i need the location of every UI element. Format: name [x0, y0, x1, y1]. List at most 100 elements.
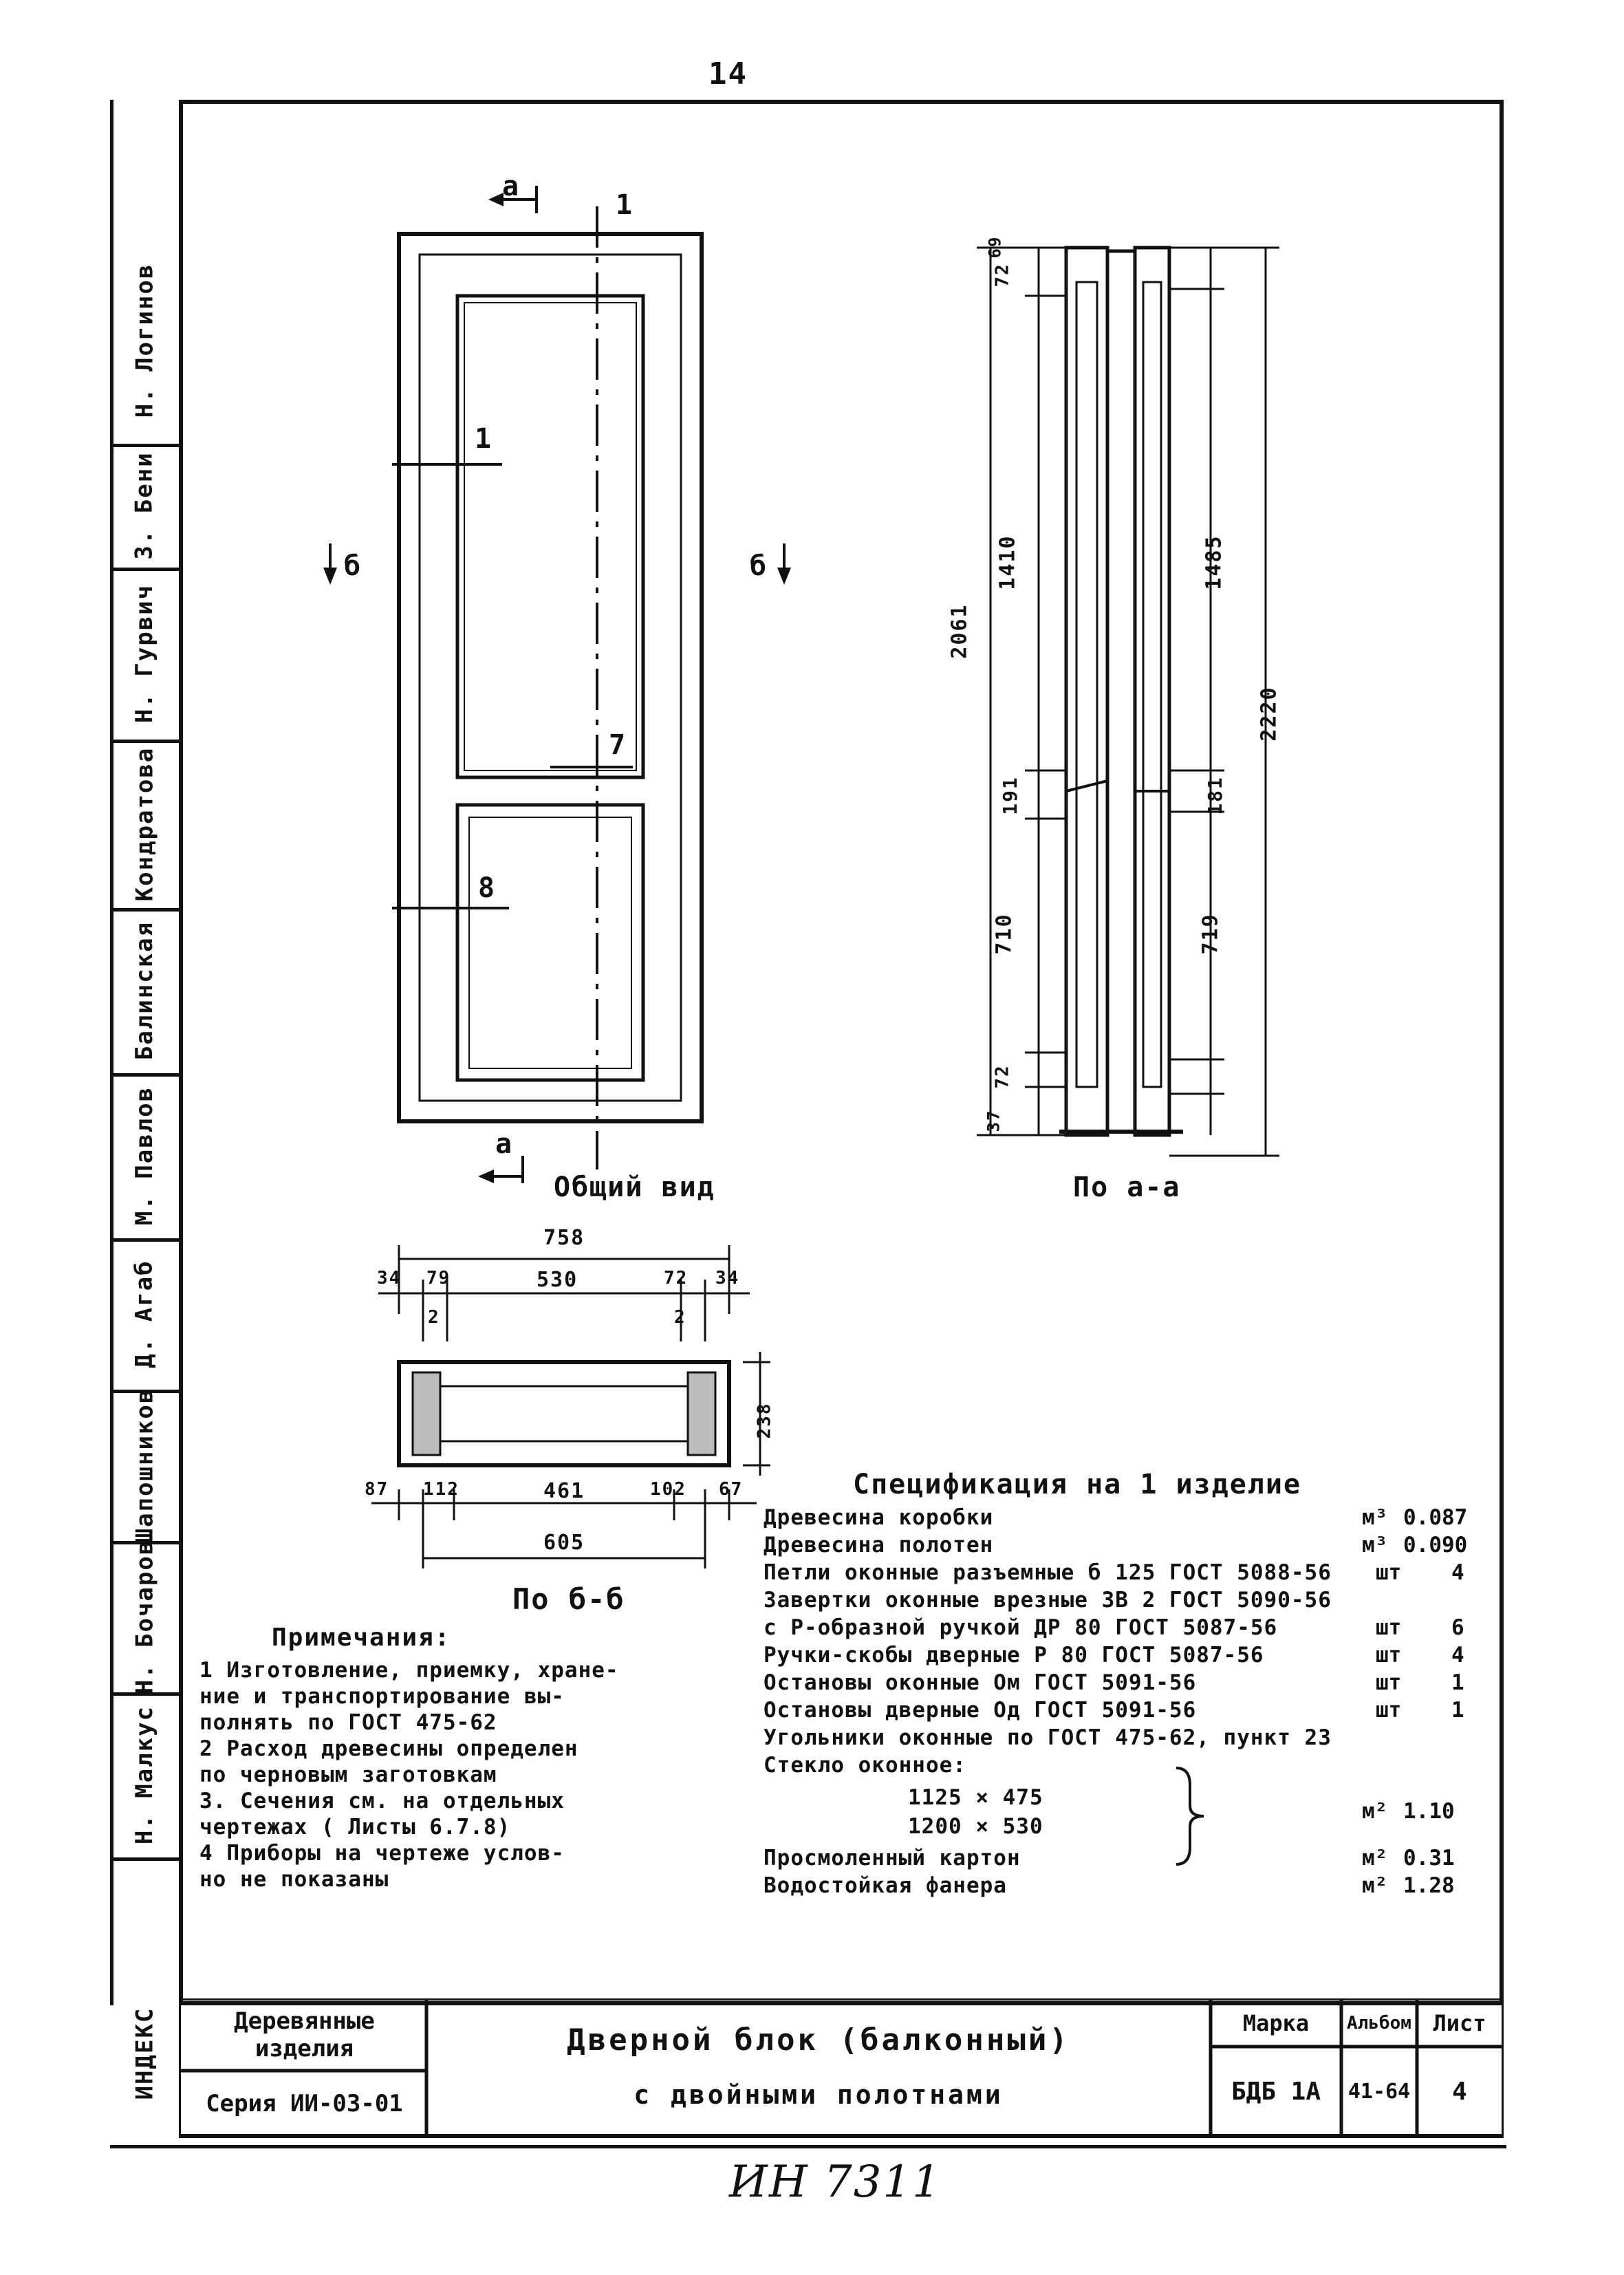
tb-album-value: 41-64 — [1347, 2079, 1411, 2104]
title-block-grid — [179, 1998, 1504, 2138]
inventory-number: ИН 7311 — [729, 2157, 942, 2208]
spec-row: Угольники оконные по ГОСТ 475-62, пункт … — [764, 1725, 1332, 1750]
spec-row: с Р-образной ручкой ДР 80 ГОСТ 5087-56 — [764, 1615, 1278, 1640]
spec-row: Просмоленный картон — [764, 1846, 1021, 1870]
dim-bb-right-outer: 34 — [715, 1268, 740, 1289]
bottom-rule — [110, 2145, 1506, 2148]
spec-row: Ручки-скобы дверные Р 80 ГОСТ 5087-56 — [764, 1643, 1264, 1668]
dim-bb-bot-right-mid: 102 — [650, 1479, 686, 1500]
callout-7: 7 — [609, 729, 627, 761]
dim-bb-bot-inner: 461 — [543, 1479, 585, 1503]
spec-qty: 0.087 — [1403, 1505, 1468, 1530]
cut-a-label: а — [495, 1128, 514, 1160]
note-line: 1 Изготовление, приемку, хране- — [199, 1658, 619, 1683]
dim-bb-inner: 530 — [537, 1268, 578, 1292]
dim-aa-small-top: 72 — [992, 263, 1013, 288]
tb-album-header: Альбом — [1347, 2013, 1411, 2034]
tb-title-line1: Дверной блок (балконный) — [567, 2022, 1070, 2058]
cut-b-label: б — [344, 550, 362, 582]
spec-unit: шт — [1376, 1643, 1402, 1668]
signature-label: М. Павлов — [131, 1086, 159, 1226]
tb-mark-header: Марка — [1242, 2010, 1310, 2036]
section-aa-drawing — [977, 246, 1279, 1157]
tb-title-line2: с двойными полотнами — [634, 2080, 1004, 2110]
spec-unit: шт — [1376, 1615, 1402, 1640]
spec-unit: шт — [1376, 1560, 1402, 1585]
dim-aa-mid-right: 181 — [1203, 776, 1226, 815]
tb-mark-value: БДБ 1А — [1231, 2077, 1321, 2106]
spec-qty: 1.28 — [1403, 1873, 1455, 1898]
spec-glass-size: 1125 × 475 — [908, 1785, 1043, 1810]
tb-series: Серия ИИ-03-01 — [206, 2089, 403, 2117]
dim-aa-bottom-left: 710 — [992, 913, 1017, 955]
tb-category: Деревянные изделия — [234, 2007, 375, 2062]
spec-qty: 0.090 — [1403, 1533, 1468, 1557]
dim-bb-bot-left-mid: 112 — [423, 1479, 459, 1500]
spec-glass-size: 1200 × 530 — [908, 1814, 1043, 1839]
section-bb-drawing — [371, 1245, 770, 1568]
dim-aa-mid-left: 191 — [998, 776, 1021, 815]
spec-qty: 4 — [1451, 1643, 1464, 1668]
dim-bb-bot-left-outer: 87 — [365, 1479, 389, 1500]
spec-unit: шт — [1376, 1698, 1402, 1723]
dim-aa-top-left: 1410 — [995, 535, 1020, 590]
note-line: ние и транспортирование вы- — [199, 1684, 565, 1709]
dim-bb-bot-right-outer: 67 — [719, 1479, 744, 1500]
callout-1: 1 — [475, 423, 493, 455]
spec-row: Водостойкая фанера — [764, 1873, 1007, 1898]
spec-row: Петли оконные разъемные б 125 ГОСТ 5088-… — [764, 1560, 1332, 1585]
section-aa-title: По а-а — [1073, 1172, 1181, 1203]
dim-bb-right-small: 2 — [674, 1307, 686, 1328]
note-line: по черновым заготовкам — [199, 1762, 497, 1787]
dim-bb-overall: 758 — [543, 1226, 585, 1250]
spec-row: Остановы оконные Ом ГОСТ 5091-56 — [764, 1670, 1197, 1695]
spec-unit: шт — [1376, 1670, 1402, 1695]
spec-row: Древесина полотен — [764, 1533, 994, 1557]
signature-label: Н. Гурвич — [131, 583, 159, 724]
dim-bb-right-mid: 72 — [664, 1268, 689, 1289]
tb-sheet-value: 4 — [1452, 2077, 1467, 2106]
signature-label: Н. Бочаров — [131, 1539, 159, 1694]
spec-row: Завертки оконные врезные ЗВ 2 ГОСТ 5090-… — [764, 1588, 1332, 1613]
spec-qty: 6 — [1451, 1615, 1464, 1640]
signature-label: Д. Агаб — [131, 1260, 159, 1368]
page-number: 14 — [708, 56, 748, 91]
spec-qty: 1 — [1451, 1698, 1464, 1723]
dim-aa-bottom-right: 719 — [1198, 913, 1223, 955]
spec-qty: 1.10 — [1403, 1799, 1455, 1824]
dim-aa-edge-top: 69 — [985, 235, 1005, 259]
spec-unit: м² — [1362, 1873, 1388, 1898]
spec-title: Спецификация на 1 изделие — [853, 1469, 1302, 1500]
dim-aa-total-left: 2061 — [947, 603, 972, 659]
spec-qty: 4 — [1451, 1560, 1464, 1585]
spec-unit: м³ — [1362, 1505, 1388, 1530]
cut-a-label: а — [502, 171, 521, 202]
signature-label: Н. Логинов — [131, 263, 159, 418]
note-line: полнять по ГОСТ 475-62 — [199, 1710, 497, 1735]
signature-label: Н. Малкус — [131, 1705, 159, 1845]
spec-qty: 1 — [1451, 1670, 1464, 1695]
front-view-title: Общий вид — [554, 1172, 715, 1203]
spec-row: Стекло оконное: — [764, 1753, 966, 1778]
spec-qty: 0.31 — [1403, 1846, 1455, 1870]
callout-1: 1 — [616, 189, 634, 221]
front-view-drawing — [323, 186, 791, 1183]
signature-label: Балинская — [131, 920, 159, 1061]
dim-bb-left-outer: 34 — [377, 1268, 402, 1289]
dim-bb-left-small: 2 — [428, 1307, 440, 1328]
note-line: 4 Приборы на чертеже услов- — [199, 1841, 565, 1866]
note-line: 2 Расход древесины определен — [199, 1736, 578, 1761]
dim-aa-top-right: 1485 — [1202, 535, 1226, 590]
signature-label: З. Бени — [131, 451, 159, 560]
signature-label: Шапошников — [131, 1388, 159, 1543]
note-line: чертежах ( Листы 6.7.8) — [199, 1815, 511, 1840]
dim-aa-edge-bot: 37 — [984, 1109, 1004, 1132]
signature-strip — [110, 100, 179, 2005]
dim-bb-depth: 238 — [754, 1402, 775, 1439]
dim-aa-total-right: 2220 — [1257, 686, 1281, 742]
sheet-frame — [179, 100, 1504, 2005]
inv-label: ИНДЕКС — [131, 2007, 159, 2100]
tb-sheet-header: Лист — [1433, 2010, 1486, 2036]
spec-row: Остановы дверные Од ГОСТ 5091-56 — [764, 1698, 1197, 1723]
dim-aa-small-bot: 72 — [992, 1064, 1013, 1089]
